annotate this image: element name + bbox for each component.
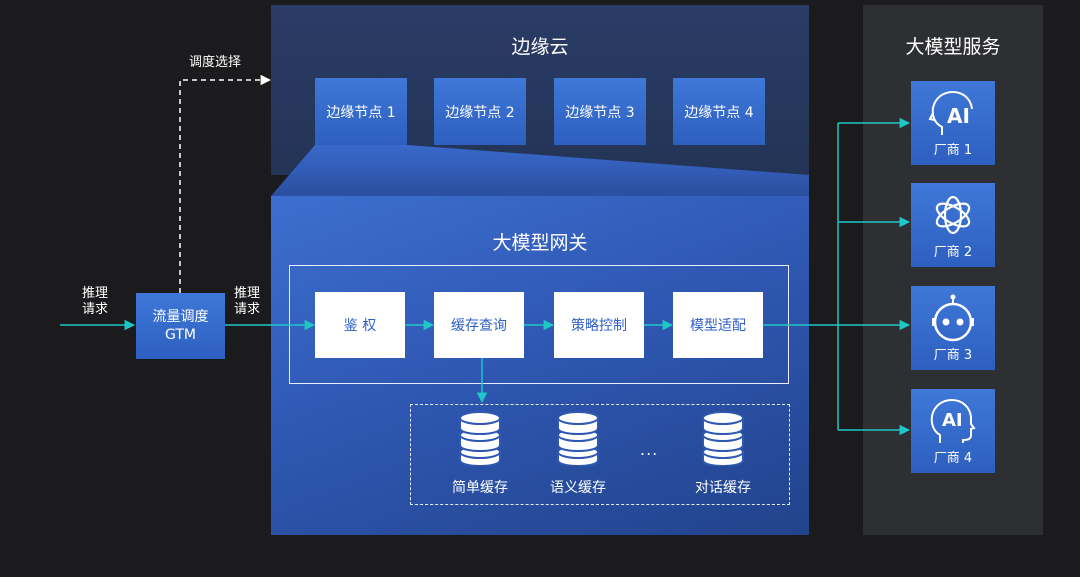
vendor-1-label: 厂商 1 (933, 143, 973, 158)
dispatch-select-label: 调度选择 (189, 55, 242, 70)
vendor-2-box: 厂商 2 (911, 183, 995, 267)
database-icon (557, 411, 599, 466)
gtm-line1: 流量调度 (152, 309, 209, 325)
edge-node-4: 边缘节点 4 (673, 78, 765, 145)
database-icon (459, 411, 501, 466)
openai-logo-icon (935, 195, 971, 235)
edge-node-1: 边缘节点 1 (315, 78, 407, 145)
semantic-cache-label: 语义缓存 (550, 480, 606, 496)
dialogue-cache-label: 对话缓存 (695, 480, 751, 496)
vendor-4-label: 厂商 4 (933, 451, 973, 466)
model-service-title: 大模型服务 (905, 36, 1001, 58)
model-adapter-step: 模型适配 (673, 292, 763, 358)
vendor-3-box: 厂商 3 (911, 286, 995, 370)
ai-head-icon: AI (928, 90, 973, 135)
vendor-1-box: AI 厂商 1 (911, 81, 995, 165)
simple-cache-label: 简单缓存 (452, 480, 508, 496)
vendor-3-label: 厂商 3 (933, 348, 973, 363)
gateway-panel (271, 196, 809, 535)
vendor-4-box: AI 厂商 4 (911, 389, 995, 473)
auth-step: 鉴 权 (315, 292, 405, 358)
inference-request-label-left: 推理 请求 (82, 286, 109, 317)
svg-text:AI: AI (947, 104, 970, 128)
cache-ellipsis: ... (640, 440, 659, 459)
svg-text:AI: AI (942, 410, 963, 431)
database-icon (702, 411, 744, 466)
policy-control-step: 策略控制 (554, 292, 644, 358)
edge-node-3: 边缘节点 3 (554, 78, 646, 145)
edge-cloud-title: 边缘云 (511, 36, 569, 58)
cache-group-frame (410, 404, 790, 505)
ai-head-outline-icon: AI (930, 398, 976, 443)
gtm-line2: GTM (165, 327, 196, 343)
vendor-2-label: 厂商 2 (933, 245, 973, 260)
cache-query-step: 缓存查询 (434, 292, 524, 358)
robot-icon (932, 294, 974, 342)
gateway-title: 大模型网关 (492, 232, 588, 254)
gtm-traffic-box: 流量调度 GTM (136, 293, 225, 359)
inference-request-label-right: 推理 请求 (234, 286, 261, 317)
edge-node-2: 边缘节点 2 (434, 78, 526, 145)
